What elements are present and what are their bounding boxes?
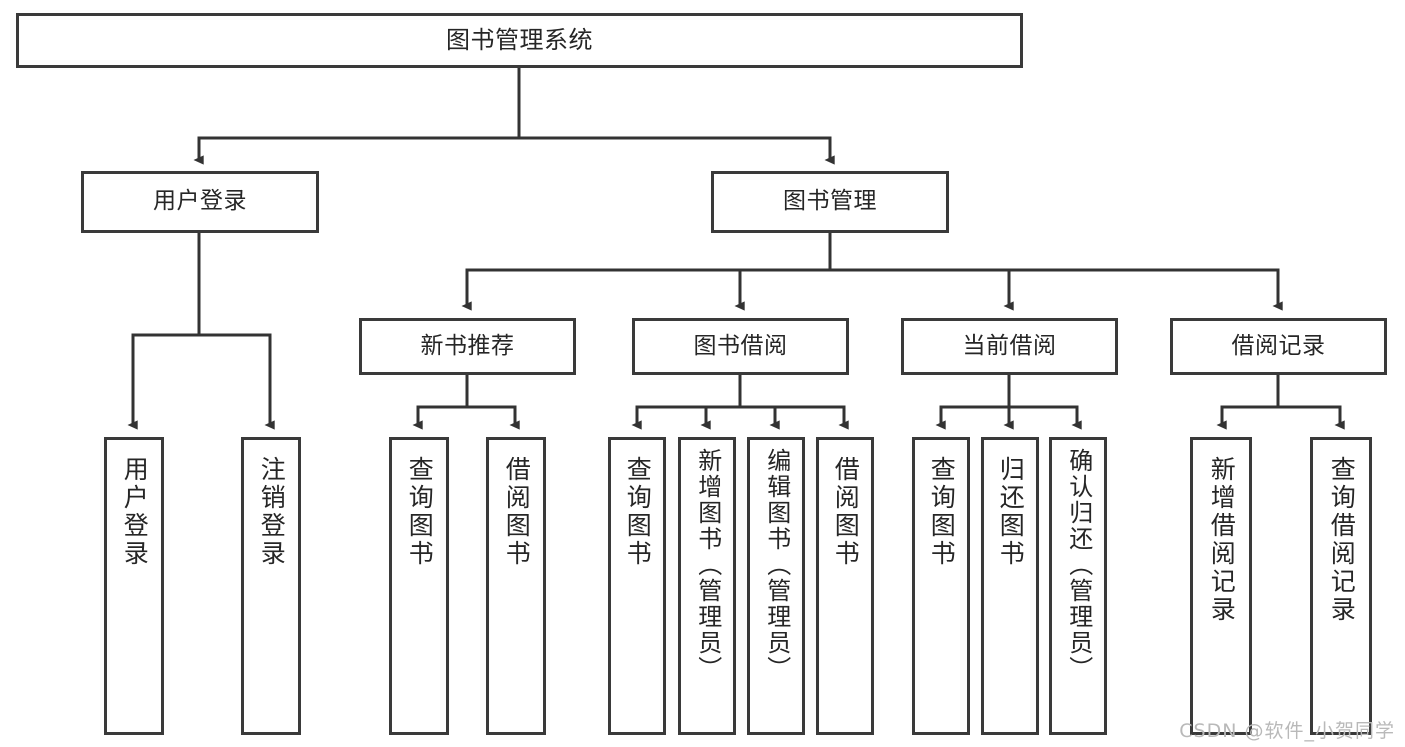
leaf-new-book-recommend-1[interactable]: 借阅图书 [486, 437, 546, 735]
watermark: CSDN @软件_小贺同学 [1179, 720, 1395, 742]
leaf-label: 用户登录 [120, 456, 150, 568]
leaf-book-borrow-3[interactable]: 借阅图书 [816, 437, 874, 735]
leaf-label: 借阅图书 [831, 456, 861, 568]
node-new-book-recommend-label: 新书推荐 [420, 332, 515, 359]
node-borrow-record-label: 借阅记录 [1231, 332, 1326, 359]
leaf-user-login-0[interactable]: 用户登录 [104, 437, 164, 735]
leaf-label: 查询图书 [927, 456, 957, 568]
leaf-label: 查询图书 [623, 456, 653, 568]
node-new-book-recommend[interactable]: 新书推荐 [359, 318, 576, 375]
node-book-manage-label: 图书管理 [783, 188, 877, 215]
node-borrow-record[interactable]: 借阅记录 [1170, 318, 1387, 375]
node-user-login-label: 用户登录 [153, 188, 247, 215]
leaf-current-borrow-0[interactable]: 查询图书 [912, 437, 970, 735]
leaf-label: 查询借阅记录 [1327, 456, 1357, 624]
node-current-borrow-label: 当前借阅 [962, 332, 1057, 359]
node-current-borrow[interactable]: 当前借阅 [901, 318, 1118, 375]
leaf-label: 新增借阅记录 [1207, 456, 1237, 624]
leaf-current-borrow-2[interactable]: 确认归还（管理员） [1049, 437, 1107, 735]
leaf-book-borrow-0[interactable]: 查询图书 [608, 437, 666, 735]
leaf-new-book-recommend-0[interactable]: 查询图书 [389, 437, 449, 735]
leaf-label: 归还图书 [996, 456, 1026, 568]
node-user-login[interactable]: 用户登录 [81, 171, 319, 233]
leaf-current-borrow-1[interactable]: 归还图书 [981, 437, 1039, 735]
leaf-book-borrow-1[interactable]: 新增图书（管理员） [678, 437, 736, 735]
leaf-label: 借阅图书 [502, 456, 532, 568]
leaf-label: 编辑图书（管理员） [762, 448, 791, 682]
leaf-label: 确认归还（管理员） [1064, 448, 1093, 682]
leaf-user-login-1[interactable]: 注销登录 [241, 437, 301, 735]
leaf-borrow-record-0[interactable]: 新增借阅记录 [1190, 437, 1252, 735]
node-root-label: 图书管理系统 [446, 26, 593, 55]
leaf-label: 新增图书（管理员） [693, 448, 722, 682]
leaf-book-borrow-2[interactable]: 编辑图书（管理员） [747, 437, 805, 735]
leaf-label: 查询图书 [405, 456, 435, 568]
node-book-borrow[interactable]: 图书借阅 [632, 318, 849, 375]
node-book-manage[interactable]: 图书管理 [711, 171, 949, 233]
node-root[interactable]: 图书管理系统 [16, 13, 1023, 68]
leaf-label: 注销登录 [257, 456, 287, 568]
node-book-borrow-label: 图书借阅 [693, 332, 788, 359]
leaf-borrow-record-1[interactable]: 查询借阅记录 [1310, 437, 1372, 735]
